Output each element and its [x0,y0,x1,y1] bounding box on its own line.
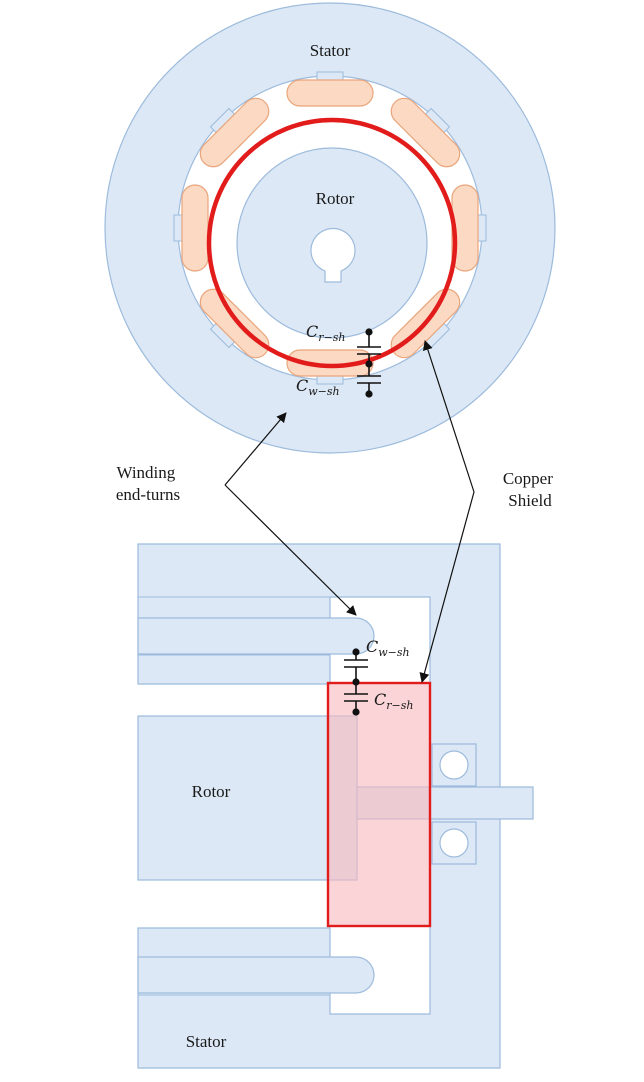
winding-lower [137,956,375,994]
shield-leader-bottom-arrow [419,491,475,683]
cross-section-view: Stator Rotor Cr−sh Cw−sh [104,2,556,454]
capacitor-chain-side [344,652,368,712]
copper-shield-ring [206,117,458,369]
winding-end-turns-label: Winding end-turns [116,463,180,504]
rotor-block [137,715,358,881]
annotations: Winding end-turns Copper Shield [116,340,557,683]
bearing-lower [431,821,477,865]
copper-shield-label: Copper Shield [503,469,557,510]
node-dot [352,678,360,686]
winding-leader-bottom-arrow [224,484,357,616]
side-view: Cw−sh Cr−sh Rotor Stator [137,543,534,1069]
shield-leader-top-arrow [423,340,475,493]
bearing-upper [431,743,477,787]
stator-label-side: Stator [186,1032,227,1051]
cap-label-w-sh-top: Cw−sh [296,376,340,398]
cap-label-r-sh-side: Cr−sh [374,690,413,712]
shaft-keyway [310,227,356,283]
cap-label-r-sh-top: Cr−sh [306,322,345,344]
stator-label-top: Stator [310,41,351,60]
node-dot [365,328,373,336]
rotor-label-side: Rotor [192,782,231,801]
node-dot [365,360,373,368]
capacitor-chain-top [357,332,381,394]
node-dot [365,390,373,398]
rotor-label-top: Rotor [316,189,355,208]
winding-leader-top-arrow [224,412,287,486]
node-dot [352,708,360,716]
node-dot [352,648,360,656]
cap-label-w-sh-side: Cw−sh [366,637,410,659]
copper-shield-box [326,681,432,928]
winding-upper [137,617,375,655]
